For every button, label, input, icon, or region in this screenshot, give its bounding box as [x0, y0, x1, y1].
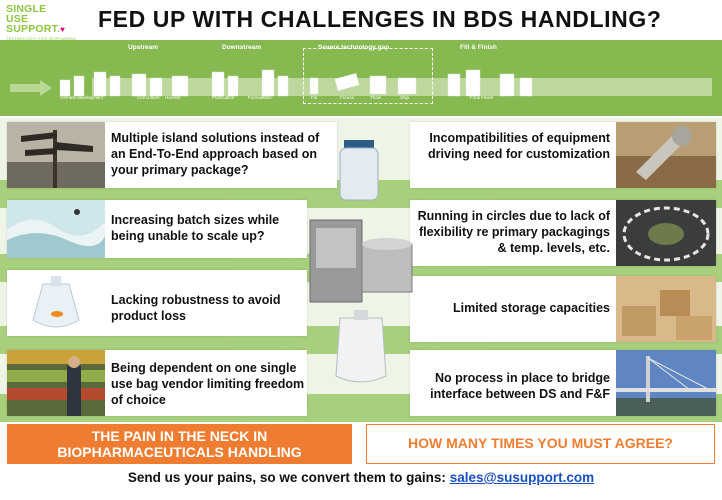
bag-icon: [335, 310, 387, 383]
roundabout-photo: [616, 200, 716, 266]
step-label: Cell culture: [137, 95, 160, 100]
step-label: Thaw: [370, 95, 382, 100]
signpost-photo: [7, 122, 105, 188]
supermarket-photo: [7, 350, 105, 416]
bridge-photo: [616, 350, 716, 416]
email-link[interactable]: sales@susupport.com: [449, 470, 595, 485]
pain-point-text: Incompatibilities of equipment driving n…: [428, 131, 610, 161]
step-label: Fill & Finish: [470, 95, 494, 100]
pain-point-card: Being dependent on one single use bag ve…: [7, 350, 307, 416]
freezer-unit-icon: [309, 219, 413, 303]
agree-banner: HOW MANY TIMES YOU MUST AGREE?: [366, 424, 715, 464]
pain-point-card: Running in circles due to lack of flexib…: [410, 200, 716, 266]
boxes-photo: [616, 276, 716, 342]
pain-point-card: Increasing batch sizes while being unabl…: [7, 200, 307, 258]
step-label: Formulation: [248, 95, 272, 100]
bottle-icon: [339, 140, 379, 201]
equipment-illustration: [309, 140, 413, 383]
step-label: Purification: [212, 95, 235, 100]
pain-point-text: Running in circles due to lack of flexib…: [417, 209, 610, 255]
upstream-header: Upstream: [128, 44, 158, 51]
step-label: Ship: [400, 95, 410, 100]
pain-point-text: Lacking robustness to avoid product loss: [111, 293, 281, 323]
pain-point-card: Incompatibilities of equipment driving n…: [410, 122, 716, 188]
pain-point-text: Multiple island solutions instead of an …: [111, 131, 320, 177]
logo-line-3: SUPPORT.: [6, 23, 61, 35]
step-label: Freeze: [340, 95, 355, 100]
pain-point-text: Limited storage capacities: [452, 301, 610, 315]
process-band: Upstream Downstream Severe technology ga…: [0, 40, 722, 116]
logo-line-1: SINGLE: [6, 3, 47, 15]
pain-point-text: No process in place to bridge interface …: [430, 371, 610, 401]
footer-text: Send us your pains, so we convert them t…: [127, 470, 446, 485]
pain-point-text: Increasing batch sizes while being unabl…: [111, 213, 280, 243]
goldfish-bag-photo: [7, 270, 105, 336]
heart-icon: ♥: [60, 25, 66, 34]
gap-header: Severe technology gap: [318, 44, 390, 51]
process-flow-diagram: [10, 69, 712, 97]
footer: Send us your pains, so we convert them t…: [0, 470, 722, 494]
wave-photo: [7, 200, 105, 258]
fill-finish-header: Fill & Finish: [460, 44, 497, 51]
logo: SINGLE USE SUPPORT.♥ TECHNOLOGY FOR BIOP…: [6, 4, 86, 42]
downstream-header: Downstream: [222, 44, 262, 51]
logo-tagline: TECHNOLOGY FOR BIOPHARMA: [6, 36, 76, 41]
pain-point-card: Multiple island solutions instead of an …: [7, 122, 337, 188]
step-label: Fill: [311, 95, 317, 100]
pain-point-text: Being dependent on one single use bag ve…: [111, 361, 305, 407]
page-title: FED UP WITH CHALLENGES IN BDS HANDLING?: [98, 6, 662, 32]
step-label: Harvest: [165, 95, 181, 100]
pain-banner: THE PAIN IN THE NECK IN BIOPHARMACEUTICA…: [7, 424, 352, 464]
logo-line-2: USE: [6, 13, 29, 25]
pain-point-card: Limited storage capacities: [410, 276, 716, 342]
screw-photo: [616, 122, 716, 188]
step-label: Cell line development: [60, 95, 104, 100]
technology-gap-box: [303, 48, 433, 104]
pain-point-card: Lacking robustness to avoid product loss: [7, 270, 307, 336]
pain-point-card: No process in place to bridge interface …: [410, 350, 716, 416]
